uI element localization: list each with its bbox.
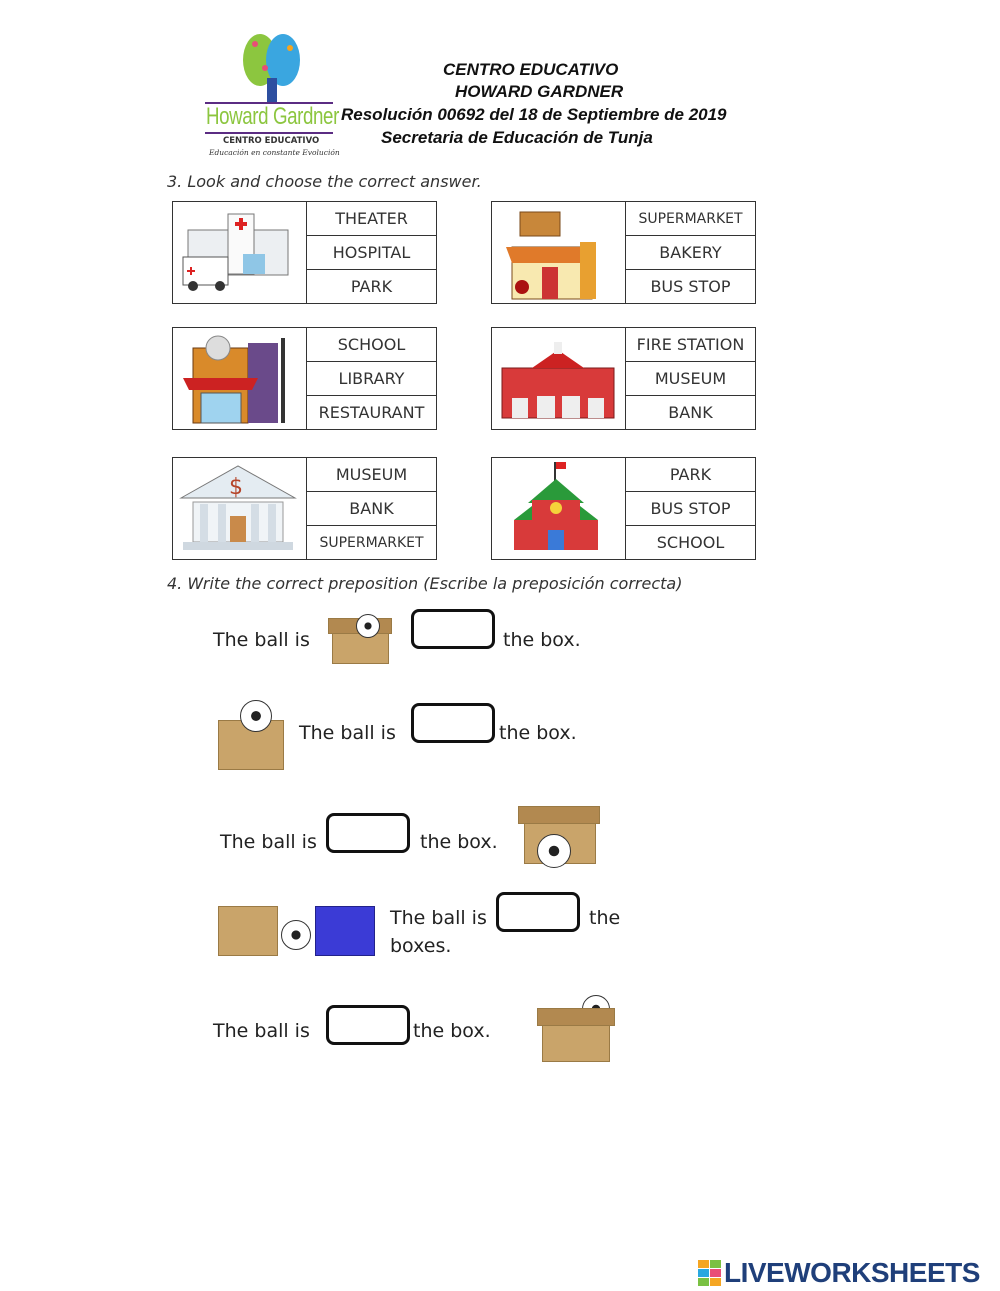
sentence-4-after: the [589,907,621,929]
answer-input-1[interactable] [411,609,495,649]
logo-motto: Educación en constante Evolución [209,148,340,157]
choice-card-school: PARK BUS STOP SCHOOL [491,457,756,560]
header-line-3: Resolución 00692 del 18 de Septiembre de… [341,105,727,124]
choice-card-fire-station: FIRE STATION MUSEUM BANK [491,327,756,430]
section-4-instruction: 4. Write the correct preposition (Escrib… [167,574,683,593]
fire-station-picture [492,328,626,429]
logo-subtitle: CENTRO EDUCATIVO [223,136,320,146]
option-bank[interactable]: BANK [668,403,713,422]
svg-text:$: $ [229,475,243,500]
school-picture [492,458,626,559]
option-supermarket[interactable]: SUPERMARKET [319,534,424,551]
sentence-5-after: the box. [413,1020,491,1042]
header-line-4: Secretaria de Educación de Tunja [381,128,653,147]
option-bakery[interactable]: BAKERY [626,236,755,270]
school-logo: Howard Gardner CENTRO EDUCATIVO Educació… [205,30,340,162]
bank-picture: $ [173,458,307,559]
logo-text: Howard Gardner [206,103,339,130]
footer-brand: LIVEWORKSHEETS [724,1257,980,1288]
option-theater[interactable]: THEATER [307,202,436,236]
choice-card-supermarket: SUPERMARKET BAKERY BUS STOP [491,201,756,304]
option-museum[interactable]: MUSEUM [626,362,755,396]
section-3-instruction: 3. Look and choose the correct answer. [167,172,482,191]
hospital-picture [173,202,307,303]
option-hospital[interactable]: HOSPITAL [307,236,436,270]
choice-card-hospital: THEATER HOSPITAL PARK [172,201,437,304]
option-fire-station[interactable]: FIRE STATION [626,328,755,362]
choice-card-bank: $ MUSEUM BANK SUPERMARKET [172,457,437,560]
option-park[interactable]: PARK [350,277,393,296]
tree-icon [243,34,300,104]
option-school[interactable]: SCHOOL [656,533,725,552]
restaurant-picture [173,328,307,429]
sentence-1-after: the box. [503,629,581,651]
header-line-1: CENTRO EDUCATIVO [443,60,619,79]
sentence-5-before: The ball is [213,1020,310,1042]
answer-input-5[interactable] [326,1005,410,1045]
sentence-3-before: The ball is [220,831,317,853]
option-museum[interactable]: MUSEUM [307,458,436,492]
choice-card-restaurant: SCHOOL LIBRARY RESTAURANT [172,327,437,430]
live-blocks-icon [698,1260,721,1286]
header-line-2: HOWARD GARDNER [455,82,624,101]
sentence-1-before: The ball is [213,629,310,651]
option-supermarket[interactable]: SUPERMARKET [626,202,755,236]
sentence-4-before: The ball is [390,907,487,929]
supermarket-picture [492,202,626,303]
answer-input-3[interactable] [326,813,410,853]
option-school[interactable]: SCHOOL [307,328,436,362]
sentence-4-after-line-2: boxes. [390,935,452,957]
option-bank[interactable]: BANK [307,492,436,526]
answer-input-2[interactable] [411,703,495,743]
sentence-3-after: the box. [420,831,498,853]
answer-input-4[interactable] [496,892,580,932]
option-bus-stop[interactable]: BUS STOP [650,277,731,296]
liveworksheets-logo: LIVEWORKSHEETS [698,1257,980,1289]
sentence-2-after: the box. [499,722,577,744]
option-library[interactable]: LIBRARY [307,362,436,396]
option-restaurant[interactable]: RESTAURANT [318,403,425,422]
option-park[interactable]: PARK [626,458,755,492]
sentence-2-before: The ball is [299,722,396,744]
option-bus-stop[interactable]: BUS STOP [626,492,755,526]
